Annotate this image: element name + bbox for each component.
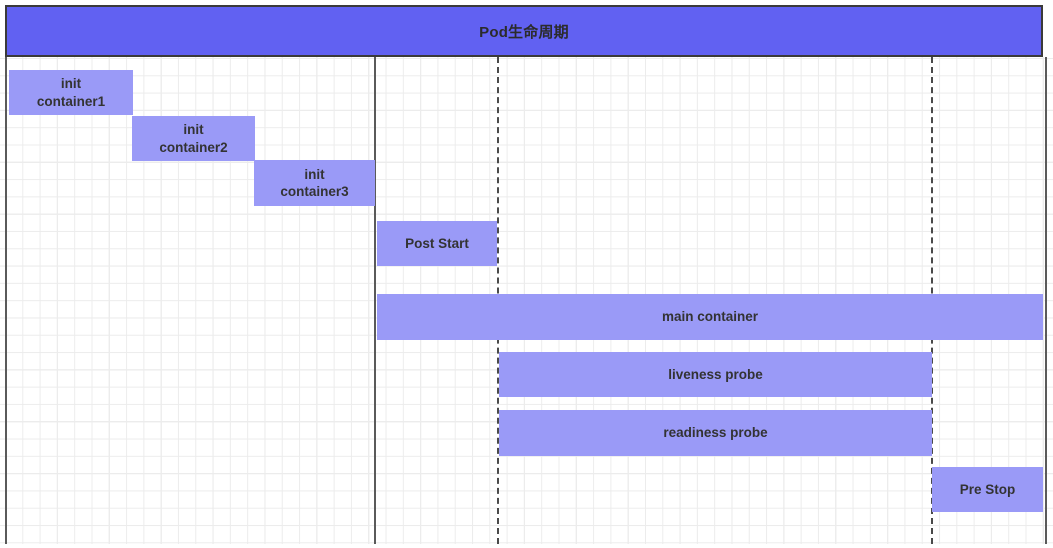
guide-line-canvas-left-edge xyxy=(5,57,7,544)
timeline-bar-pre-stop[interactable]: Pre Stop xyxy=(932,467,1043,512)
diagram-title-bar: Pod生命周期 xyxy=(5,5,1043,57)
diagram-title-label: Pod生命周期 xyxy=(479,23,569,41)
timeline-bar-label-init-container2: init container2 xyxy=(159,122,228,155)
timeline-bar-init-container2[interactable]: init container2 xyxy=(132,116,255,161)
timeline-bar-readiness-probe[interactable]: readiness probe xyxy=(499,410,932,456)
timeline-bar-label-init-container1: init container1 xyxy=(36,76,106,109)
guide-line-init-phase-end xyxy=(374,57,376,544)
timeline-bar-label-liveness-probe: liveness probe xyxy=(668,366,763,382)
timeline-bar-label-pre-stop: Pre Stop xyxy=(959,481,1016,497)
timeline-bar-init-container1[interactable]: init container1 xyxy=(9,70,133,115)
timeline-bar-label-post-start: Post Start xyxy=(405,235,469,251)
timeline-bar-liveness-probe[interactable]: liveness probe xyxy=(499,352,932,397)
timeline-bar-label-readiness-probe: readiness probe xyxy=(663,425,768,441)
timeline-bar-label-main-container: main container xyxy=(661,309,759,325)
guide-line-canvas-right-edge xyxy=(1045,57,1047,544)
timeline-bar-main-container[interactable]: main container xyxy=(377,294,1043,340)
timeline-bar-init-container3[interactable]: init container3 xyxy=(254,160,375,206)
timeline-bar-post-start[interactable]: Post Start xyxy=(377,221,497,266)
timeline-bar-label-init-container3: init container3 xyxy=(280,166,349,199)
